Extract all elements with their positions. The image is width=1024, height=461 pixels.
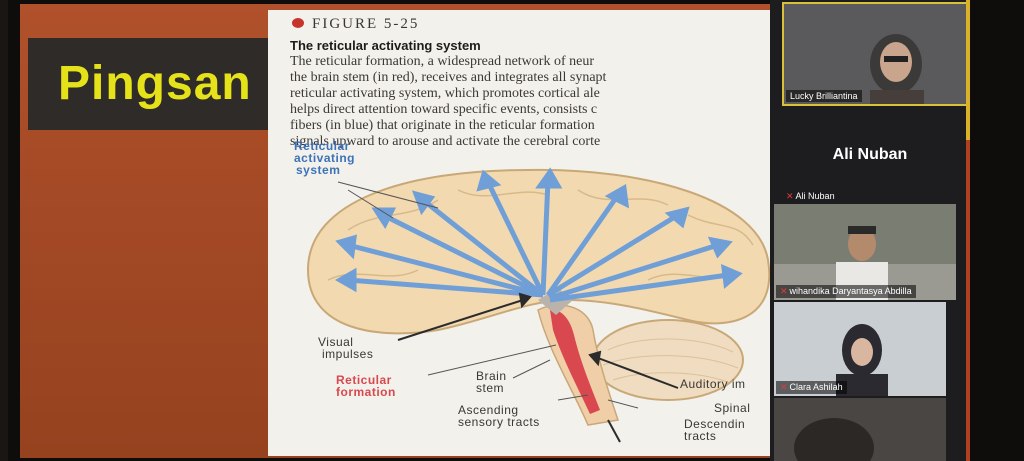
muted-mic-icon: ✕ [780,286,788,296]
participant-name-row: ✕Clara Ashilah [776,381,847,394]
label-brain-line1: Brain [476,369,507,383]
label-reticular-line2: formation [336,385,396,399]
muted-mic-icon: ✕ [780,382,788,392]
input-arrows [397,292,679,443]
monitor-bezel [970,0,1024,461]
caption-line: the brain stem (in red), receives and in… [290,70,607,85]
reticular-formation-shape [550,309,600,414]
figure-bullet-icon [292,18,304,28]
label-brain-line2: stem [476,381,505,395]
label-spinal: Spinal [714,401,751,415]
participant-video-icon [774,398,946,461]
video-tile-clara[interactable]: ✕Clara Ashilah [774,302,946,396]
active-speaker-name: Ali Nuban [832,146,908,163]
label-ras-line1: Reticular [294,139,350,153]
label-visual-line1: Visual [318,335,354,349]
video-tile-wihandika[interactable]: ✕wihandika Daryantasya Abdilla [774,204,956,300]
participant-name-row: ✕Ali Nuban [782,190,839,203]
figure-label: FIGURE 5-25 [292,16,419,33]
label-reticular-line1: Reticular [336,373,392,387]
label-descending-line2: tracts [684,429,717,443]
figure-heading: The reticular activating system [290,38,481,53]
leader-lines [337,181,639,409]
caption-line: The reticular formation, a widespread ne… [290,54,594,69]
activating-arrows [334,167,743,303]
label-ras-line2: activating [294,151,356,165]
participant-video-icon [774,204,956,300]
caption-line: fibers (in blue) that originate in the r… [290,118,595,133]
title-band [28,38,280,130]
participant-name-row: ✕wihandika Daryantasya Abdilla [776,285,916,298]
caption-line: helps direct attention toward specific e… [290,102,598,117]
video-tile-ali[interactable]: ✕Ali Nuban [780,186,966,204]
caption-line: signals upward to arouse and activate th… [290,134,601,149]
cerebellum-folia [602,338,739,383]
participant-video-icon [784,4,968,104]
slide-title: Pingsan [58,57,252,110]
label-auditory: Auditory im [680,377,746,391]
label-ras-line3: system [296,163,341,177]
muted-mic-icon: ✕ [786,191,794,201]
participant-sidebar: Lucky Brilliantina Ali Nuban ✕Ali Nuban … [770,0,970,461]
label-descending-line1: Descendin [684,417,746,431]
video-tile-empty[interactable] [774,398,946,461]
video-tile-lucky[interactable]: Lucky Brilliantina [782,2,970,106]
label-ascending-line1: Ascending [458,403,519,417]
label-ascending-line2: sensory tracts [458,415,540,429]
participant-name: Ali Nuban [795,191,835,201]
caption-line: reticular activating system, which promo… [290,86,600,101]
participant-video-icon [774,302,946,396]
label-visual-line2: impulses [322,347,374,361]
brain-diagram [306,167,771,443]
window-edge-strip [966,0,972,140]
figure-number: FIGURE 5-25 [312,16,420,32]
participant-name: Clara Ashilah [789,382,843,392]
participant-name: wihandika Daryantasya Abdilla [789,286,912,296]
participant-name: Lucky Brilliantina [786,90,862,102]
window-edge-strip [966,140,972,461]
